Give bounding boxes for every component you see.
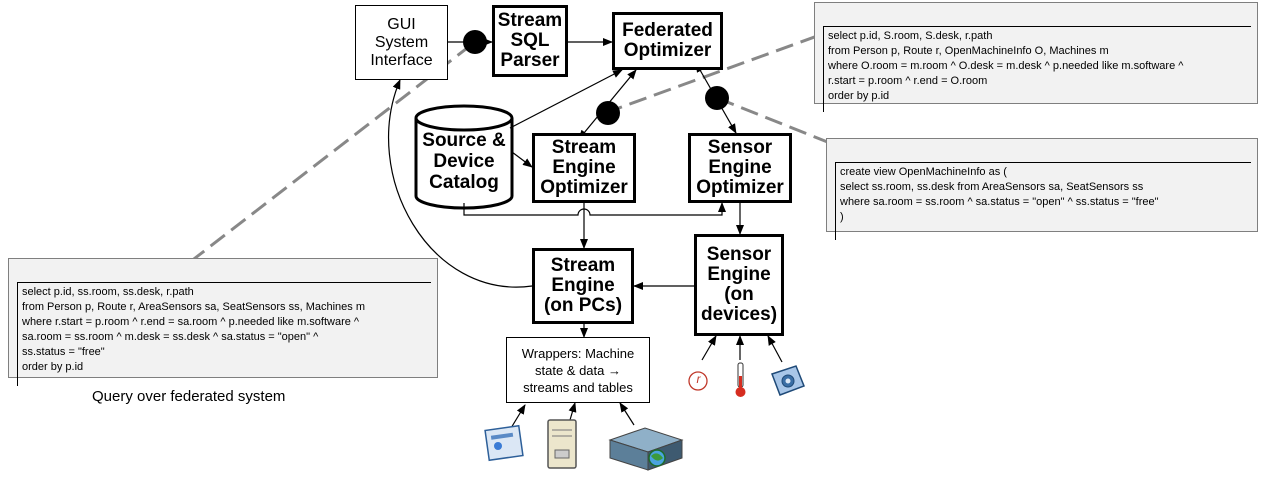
stream-engine-optimizer: Stream Engine Optimizer [532, 133, 636, 203]
wrappers-box: Wrappers: Machine state & data → streams… [506, 337, 650, 403]
thermometer-icon [735, 362, 746, 397]
query-text: select p.id, S.room, S.desk, r.path from… [823, 26, 1251, 112]
query-text: select p.id, ss.room, ss.desk, r.path fr… [17, 282, 431, 386]
open-machine-view-definition: create view OpenMachineInfo as ( select … [826, 138, 1258, 240]
sensor-engine-optimizer: Sensor Engine Optimizer [688, 133, 792, 203]
source-device-catalog: Source & Device Catalog [422, 130, 506, 193]
rfid-label: r [696, 372, 701, 386]
stream-engine: Stream Engine (on PCs) [532, 248, 634, 324]
camera-icon [771, 365, 805, 396]
catalog-cylinder [414, 104, 514, 210]
sensor-engine: Sensor Engine (on devices) [694, 234, 784, 336]
federated-system-query: select p.id, ss.room, ss.desk, r.path fr… [8, 258, 438, 386]
rack-globe-icon [608, 427, 684, 471]
federated-optimizer: Federated Optimizer [612, 12, 723, 70]
stream-sql-parser: Stream SQL Parser [492, 5, 568, 77]
rfid-sensor-icon [688, 371, 708, 391]
query-caption: Query over federated system [92, 388, 286, 405]
monitor-icon [484, 424, 524, 462]
server-icon [547, 419, 577, 469]
view-text: create view OpenMachineInfo as ( select … [835, 162, 1251, 240]
gui-system-interface: GUI System Interface [355, 5, 448, 80]
federated-optimizer-query: select p.id, S.room, S.desk, r.path from… [814, 2, 1258, 112]
query-dots [463, 30, 729, 125]
